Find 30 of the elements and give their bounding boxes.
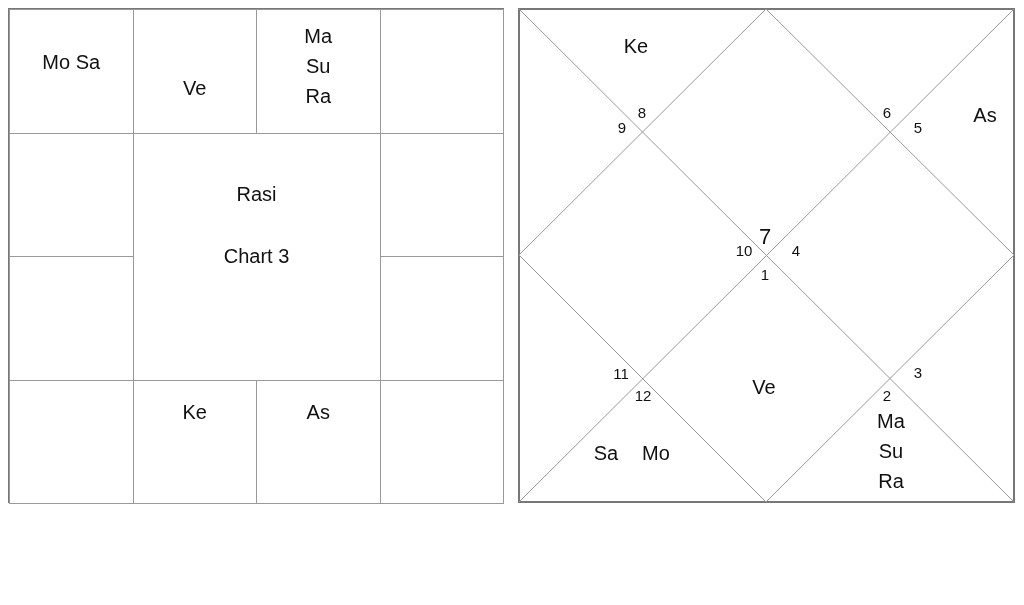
- cell-text: Ve: [182, 76, 208, 100]
- planet-label: Su: [878, 441, 904, 461]
- house-number: 4: [791, 242, 801, 258]
- house-number: 6: [882, 104, 892, 120]
- house-number: 7: [758, 226, 772, 248]
- cell-text: Su: [305, 54, 332, 78]
- planet-label: As: [973, 105, 997, 125]
- house-number: 2: [882, 387, 892, 403]
- cell-text: Mo Sa: [41, 50, 102, 74]
- planet-label: Ve: [752, 377, 776, 397]
- planet-label: Mo: [642, 443, 670, 463]
- house-number: 1: [760, 266, 770, 282]
- house-number: 5: [913, 119, 923, 135]
- house-number: 11: [613, 365, 629, 381]
- house-number: 3: [913, 364, 923, 380]
- chart-cell: [9, 9, 134, 134]
- cell-text: Rasi: [235, 181, 278, 206]
- cell-text: Chart 3: [222, 243, 291, 268]
- cell-text: Ma: [303, 24, 334, 48]
- cell-text: Ra: [304, 84, 333, 108]
- planet-label: Ke: [623, 36, 649, 56]
- house-number: 8: [637, 104, 647, 120]
- cell-text: As: [305, 399, 331, 424]
- house-number: 9: [617, 119, 627, 135]
- planet-label: Sa: [593, 443, 619, 463]
- planet-label: Ra: [878, 471, 904, 491]
- house-number: 12: [634, 387, 652, 403]
- house-number: 10: [735, 242, 753, 258]
- cell-text: Ke: [181, 399, 208, 424]
- planet-label: Ma: [877, 411, 905, 431]
